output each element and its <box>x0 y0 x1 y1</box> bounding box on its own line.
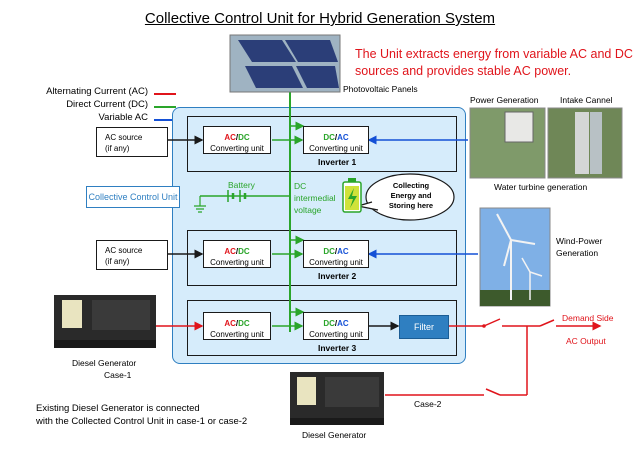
dc-label-line1: DC <box>294 181 307 191</box>
legend-vac-line <box>154 119 176 121</box>
description-note: The Unit extracts energy from variable A… <box>355 47 633 78</box>
inverter-2-label: Inverter 2 <box>318 271 357 281</box>
dcac-converter-2: DC/AC Converting unit <box>303 240 369 268</box>
bubble-line2: Energy and <box>390 191 432 200</box>
conv-acdc-3-ac: AC <box>224 319 236 328</box>
conv-acdc-2-sep: / <box>235 247 239 256</box>
collective-control-unit-label: Collective Control Unit <box>86 186 180 208</box>
conv-dcac-2-unit: Converting unit <box>309 258 363 267</box>
legend-ac-label: Alternating Current (AC) <box>46 86 148 97</box>
conv-acdc-3-unit: Converting unit <box>210 330 264 339</box>
bubble-line3: Storing here <box>388 201 434 210</box>
demand-side-label: Demand Side <box>562 313 614 323</box>
dcac-converter-3: DC/AC Converting unit <box>303 312 369 340</box>
conv-acdc-2-ac: AC <box>224 247 236 256</box>
inverter-3-label: Inverter 3 <box>318 343 357 353</box>
conv-acdc-2-dc: DC <box>238 247 250 256</box>
bubble-line1: Collecting <box>392 181 430 190</box>
conv-acdc-1-dc: DC <box>238 133 250 142</box>
conv-dcac-1-dc: DC <box>323 133 335 142</box>
diesel-case-1-label: Case-1 <box>104 370 132 380</box>
conv-dcac-1-sep: / <box>334 133 338 142</box>
inverter-1-frame <box>187 116 457 172</box>
acdc-converter-2: AC/DC Converting unit <box>203 240 271 268</box>
intake-label: Intake Cannel <box>560 95 613 105</box>
pv-label: Photovoltaic Panels <box>343 84 418 94</box>
inverter-2-frame <box>187 230 457 286</box>
dcac-converter-1: DC/AC Converting unit <box>303 126 369 154</box>
ac-source-1-sub: (if any) <box>105 144 130 153</box>
wind-label-line2: Generation <box>556 248 599 258</box>
inverter-1-label: Inverter 1 <box>318 157 357 167</box>
page-title: Collective Control Unit for Hybrid Gener… <box>144 10 496 27</box>
wind-label-line1: Wind-Power <box>556 236 603 246</box>
ac-source-2-sub: (if any) <box>105 257 130 266</box>
existing-note-line2: with the Collected Control Unit in case-… <box>36 416 248 427</box>
filter-block: Filter <box>399 315 449 339</box>
conv-acdc-2-unit: Converting unit <box>210 258 264 267</box>
conv-dcac-3-dc: DC <box>323 319 335 328</box>
ac-source-2: AC source (if any) <box>96 240 168 270</box>
water-turbine-label: Water turbine generation <box>494 182 588 192</box>
conv-dcac-2-dc: DC <box>323 247 335 256</box>
diesel-generator-1-label: Diesel Generator <box>72 358 137 368</box>
storage-bubble: Collecting Energy and Storing here <box>380 181 442 211</box>
conv-dcac-1-ac: AC <box>337 133 349 142</box>
ac-source-1: AC source (if any) <box>96 127 168 157</box>
conv-acdc-3-sep: / <box>235 319 239 328</box>
legend-dc-line <box>154 106 176 108</box>
conv-dcac-3-ac: AC <box>337 319 349 328</box>
legend-ac-line <box>154 93 176 95</box>
dc-label-line3: voltage <box>294 205 322 215</box>
existing-generator-note: Existing Diesel Generator is connected w… <box>36 402 247 428</box>
legend-vac-label: Variable AC <box>98 112 148 123</box>
inverter-3-frame <box>187 300 457 356</box>
conv-acdc-1-unit: Converting unit <box>210 144 264 153</box>
conv-acdc-3-dc: DC <box>238 319 250 328</box>
legend-dc-label: Direct Current (DC) <box>66 99 148 110</box>
acdc-converter-3: AC/DC Converting unit <box>203 312 271 340</box>
conv-dcac-2-sep: / <box>334 247 338 256</box>
existing-note-line1: Existing Diesel Generator is connected <box>36 403 200 414</box>
ac-output-label: AC Output <box>566 336 606 346</box>
conv-acdc-1-ac: AC <box>224 133 236 142</box>
bubble-shape <box>365 173 455 221</box>
ac-source-2-label: AC source <box>105 246 143 255</box>
conv-dcac-3-sep: / <box>334 319 338 328</box>
battery-icon <box>343 182 361 212</box>
conv-acdc-1-sep: / <box>235 133 239 142</box>
battery-label: Battery <box>228 180 255 190</box>
acdc-converter-1: AC/DC Converting unit <box>203 126 271 154</box>
dc-label-line2: intermedial <box>294 193 336 203</box>
power-generation-label: Power Generation <box>470 95 539 105</box>
conv-dcac-3-unit: Converting unit <box>309 330 363 339</box>
case-2-label: Case-2 <box>414 399 442 409</box>
ac-source-1-label: AC source <box>105 133 143 142</box>
conv-dcac-1-unit: Converting unit <box>309 144 363 153</box>
dc-intermediate-label: DC intermedial voltage <box>294 180 336 216</box>
conv-dcac-2-ac: AC <box>337 247 349 256</box>
diesel-generator-2-label: Diesel Generator <box>302 430 367 440</box>
